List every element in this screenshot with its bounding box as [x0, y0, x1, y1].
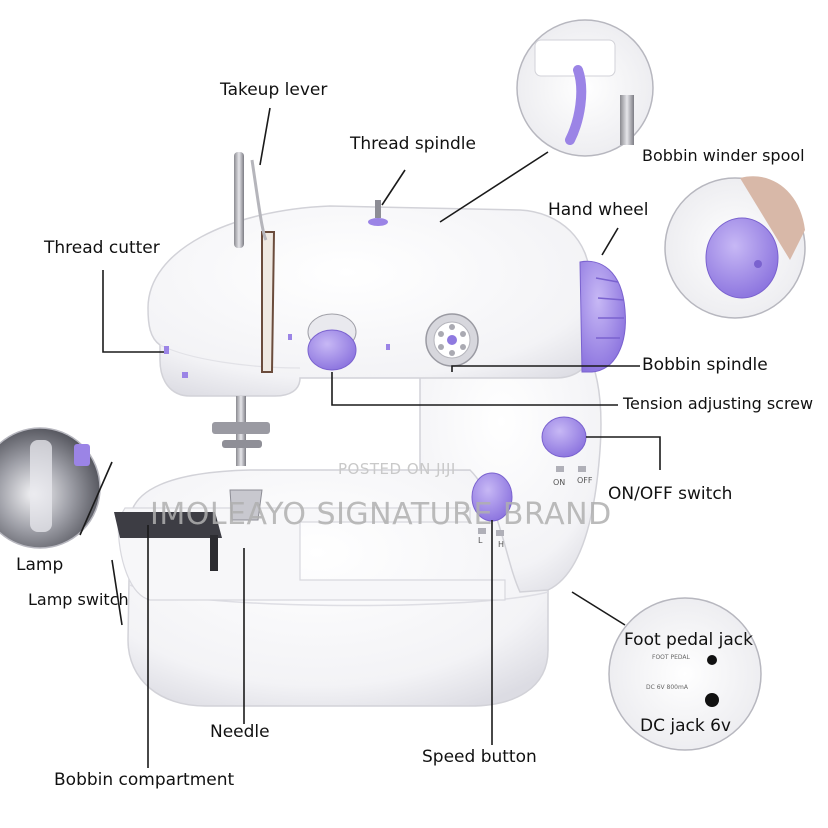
leader-lines: [79, 107, 661, 768]
label-on-off-switch: ON/OFF switch: [608, 484, 733, 504]
tension-knob: [307, 313, 357, 371]
label-bobbin-spindle: Bobbin spindle: [642, 355, 768, 375]
inset-bobbin-winder: [516, 19, 654, 157]
off-marking: OFF: [577, 476, 593, 485]
thread-guide-pin: [234, 152, 244, 248]
hand-wheel: [579, 260, 626, 373]
high-marking: H: [498, 540, 505, 549]
label-thread-spindle: Thread spindle: [350, 134, 476, 154]
speed-button: [471, 472, 513, 536]
label-thread-cutter: Thread cutter: [44, 238, 160, 258]
label-lamp: Lamp: [16, 555, 64, 575]
watermark-posted: POSTED ON JIJI: [338, 460, 456, 478]
sewing-bed: [114, 507, 506, 601]
label-takeup-lever: Takeup lever: [220, 80, 328, 100]
label-foot-pedal-jack: Foot pedal jack: [624, 630, 753, 650]
thread-spindle: [368, 200, 388, 226]
on-marking: ON: [553, 478, 566, 487]
needle-plate: [114, 512, 222, 538]
label-tension-adjusting-screw: Tension adjusting screw: [623, 394, 814, 413]
label-lamp-switch: Lamp switch: [28, 590, 129, 609]
inset-hand-wheel: [664, 176, 806, 319]
low-marking: L: [478, 536, 483, 545]
label-hand-wheel: Hand wheel: [548, 200, 649, 220]
inset-lamp: [0, 427, 101, 549]
label-bobbin-winder-spool: Bobbin winder spool: [642, 146, 805, 165]
takeup-lever: [234, 152, 276, 373]
presser-foot-assembly: [212, 396, 270, 521]
label-dc-jack: DC jack 6v: [640, 716, 731, 736]
inset-jacks: [608, 597, 762, 751]
watermark-brand: IMOLEAYO SIGNATURE BRAND: [150, 497, 612, 532]
foot-pedal-marking: FOOT PEDAL: [652, 654, 690, 661]
label-speed-button: Speed button: [422, 747, 537, 767]
label-needle: Needle: [210, 722, 270, 742]
dc-rating-marking: DC 6V 800mA: [646, 684, 688, 691]
on-off-switch: [541, 416, 587, 472]
arm-markings: [164, 334, 390, 378]
label-bobbin-compartment: Bobbin compartment: [54, 770, 235, 790]
bobbin-spindle: [425, 313, 479, 367]
machine-arm: [147, 205, 591, 397]
